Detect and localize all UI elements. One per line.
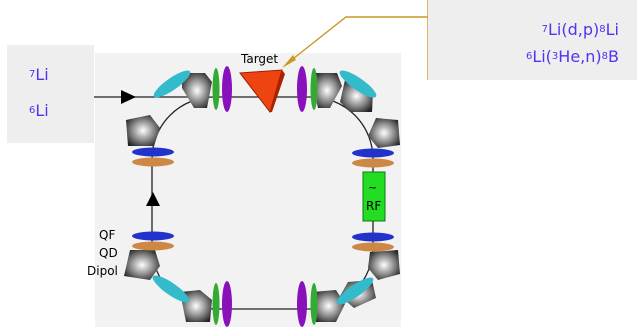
dipole-magnet <box>312 290 345 322</box>
qf-quadrupole <box>352 232 394 242</box>
reaction-box: 7Li(d,p)8Li 6Li(3He,n)8B <box>428 0 637 80</box>
beam-direction-arrow <box>146 192 160 206</box>
qd-quadrupole <box>352 242 394 252</box>
quadrupole-doublets <box>132 147 394 252</box>
reaction-label: 7Li(d,p)8Li <box>541 20 619 39</box>
violet-lens <box>297 281 307 327</box>
dipole-magnet <box>312 73 342 108</box>
green-lens <box>310 68 318 110</box>
rf-label: RF <box>366 199 382 213</box>
rf-symbol: ~ <box>368 181 378 194</box>
dipole-magnet <box>182 73 212 108</box>
green-lens <box>212 283 220 325</box>
reaction-pointer-line <box>288 16 428 63</box>
reaction-label: 6Li(3He,n)8B <box>525 47 619 66</box>
qf-quadrupole <box>132 231 174 241</box>
cyan-lens <box>153 70 191 98</box>
target-label: Target <box>241 52 279 66</box>
cyan-lens <box>339 70 377 98</box>
cyan-lens <box>336 277 374 305</box>
violet-lens <box>297 66 307 112</box>
ion-source-box: 7Li 6Li <box>7 45 94 143</box>
cyan-lens <box>152 275 190 303</box>
qf-quadrupole <box>132 147 174 157</box>
qf-quadrupole <box>352 148 394 158</box>
top-straight-lenses <box>212 66 318 112</box>
green-lens <box>310 283 318 325</box>
corner-lenses <box>152 70 377 305</box>
dipole-magnet <box>368 118 400 148</box>
legend-qf: QF <box>99 228 116 242</box>
bottom-straight-lenses <box>212 281 318 327</box>
target-side <box>270 70 285 112</box>
dipole-magnet <box>124 250 160 280</box>
injection-arrow <box>121 90 136 104</box>
green-lens <box>212 68 220 110</box>
dipole-magnet <box>126 115 160 146</box>
qd-quadrupole <box>132 157 174 167</box>
qd-quadrupole <box>352 158 394 168</box>
reaction-pointer-arrowhead <box>282 55 296 68</box>
dipole-magnets <box>124 73 400 322</box>
violet-lens <box>222 66 232 112</box>
violet-lens <box>222 281 232 327</box>
qd-quadrupole <box>132 241 174 251</box>
legend-dipol: Dipol <box>87 264 118 278</box>
dipole-magnet <box>368 250 400 280</box>
ion-label: 7Li <box>29 65 49 84</box>
ion-label: 6Li <box>29 101 49 120</box>
rf-cavity <box>362 171 386 222</box>
legend-qd: QD <box>99 246 118 260</box>
dipole-magnet <box>340 80 373 112</box>
